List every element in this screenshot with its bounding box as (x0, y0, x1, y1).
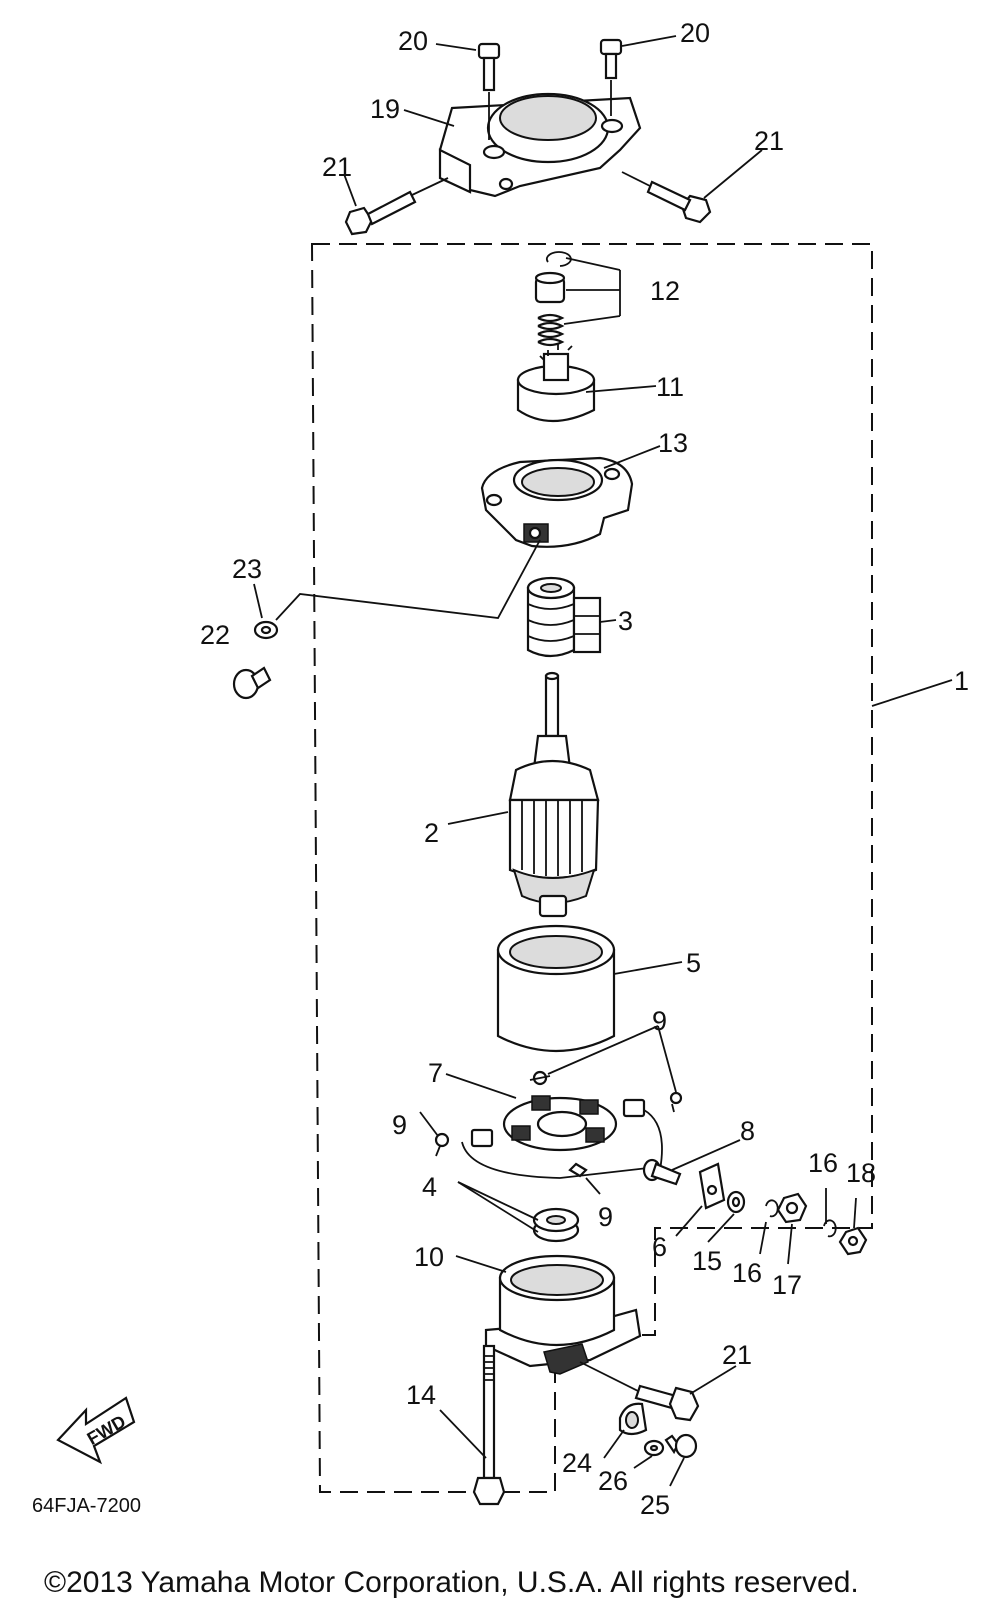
washer-15 (726, 1190, 746, 1214)
bolt-21-upper-right (621, 171, 712, 224)
label-25: 25 (640, 1490, 670, 1520)
screw-22 (232, 666, 272, 700)
label-17: 17 (772, 1270, 802, 1300)
screw-25 (664, 1433, 698, 1459)
label-7: 7 (428, 1058, 443, 1088)
bolt-20-right (599, 38, 623, 116)
label-11: 11 (656, 372, 684, 402)
label-5: 5 (686, 948, 701, 978)
label-9-left: 9 (392, 1110, 407, 1140)
label-12: 12 (650, 276, 680, 306)
leader-lines (253, 35, 953, 1487)
front-cover (480, 456, 634, 548)
label-21-upper-left: 21 (322, 152, 352, 182)
label-24: 24 (562, 1448, 592, 1478)
label-4: 4 (422, 1172, 437, 1202)
label-6: 6 (652, 1232, 667, 1262)
label-10: 10 (414, 1242, 444, 1272)
yoke (496, 924, 616, 1053)
label-20-right: 20 (680, 18, 710, 48)
label-19: 19 (370, 94, 400, 124)
assembly-outline (310, 243, 873, 1493)
washer-26 (643, 1439, 665, 1457)
label-18: 18 (846, 1158, 876, 1188)
bolt-21-upper-left (344, 177, 449, 236)
washer-23 (253, 620, 279, 640)
label-15: 15 (692, 1246, 722, 1276)
label-20-left: 20 (398, 26, 428, 56)
brush-spring-9-top (529, 1070, 551, 1086)
circlip-collar-spring-set (534, 251, 572, 347)
upper-bracket (438, 92, 642, 198)
label-3: 3 (618, 606, 633, 636)
label-13: 13 (658, 428, 688, 458)
terminal-plate-6 (698, 1162, 726, 1210)
brush-holder (461, 1095, 663, 1179)
diagram-code: 64FJA-7200 (32, 1495, 141, 1517)
pinion-drive (516, 344, 596, 423)
armature (508, 671, 600, 918)
callout-labels: 20 20 19 21 21 12 11 13 23 3 22 1 2 5 9 … (200, 18, 969, 1520)
brush-spring-9-left (434, 1132, 450, 1157)
label-21-upper-right: 21 (754, 126, 784, 156)
label-9-top: 9 (652, 1006, 667, 1036)
label-21-lower: 21 (722, 1340, 752, 1370)
label-22: 22 (200, 620, 230, 650)
brush-spring-9-right (669, 1091, 683, 1113)
label-26: 26 (598, 1466, 628, 1496)
copyright-notice: ©2013 Yamaha Motor Corporation, U.S.A. A… (44, 1566, 859, 1599)
washer-set (526, 576, 602, 658)
label-9-bottom: 9 (598, 1202, 613, 1232)
label-16-lower: 16 (732, 1258, 762, 1288)
nut-17 (776, 1192, 808, 1224)
nut-18 (838, 1226, 868, 1256)
rear-cover (484, 1254, 642, 1375)
label-2: 2 (424, 818, 439, 848)
thrust-washers (532, 1207, 580, 1243)
label-14: 14 (406, 1380, 436, 1410)
label-16-upper: 16 (808, 1148, 838, 1178)
brush-spring-9-bottom (568, 1162, 588, 1178)
through-bolt-14 (472, 1344, 506, 1506)
label-1: 1 (954, 666, 969, 696)
grommet-24 (618, 1402, 648, 1436)
fwd-arrow-icon: FWD (56, 1396, 136, 1465)
terminal-bolt-8 (642, 1158, 682, 1186)
label-23: 23 (232, 554, 262, 584)
label-8: 8 (740, 1116, 755, 1146)
lead-wire (275, 539, 541, 621)
bolt-20-left (477, 42, 501, 140)
lock-washer-16-left (765, 1199, 779, 1218)
